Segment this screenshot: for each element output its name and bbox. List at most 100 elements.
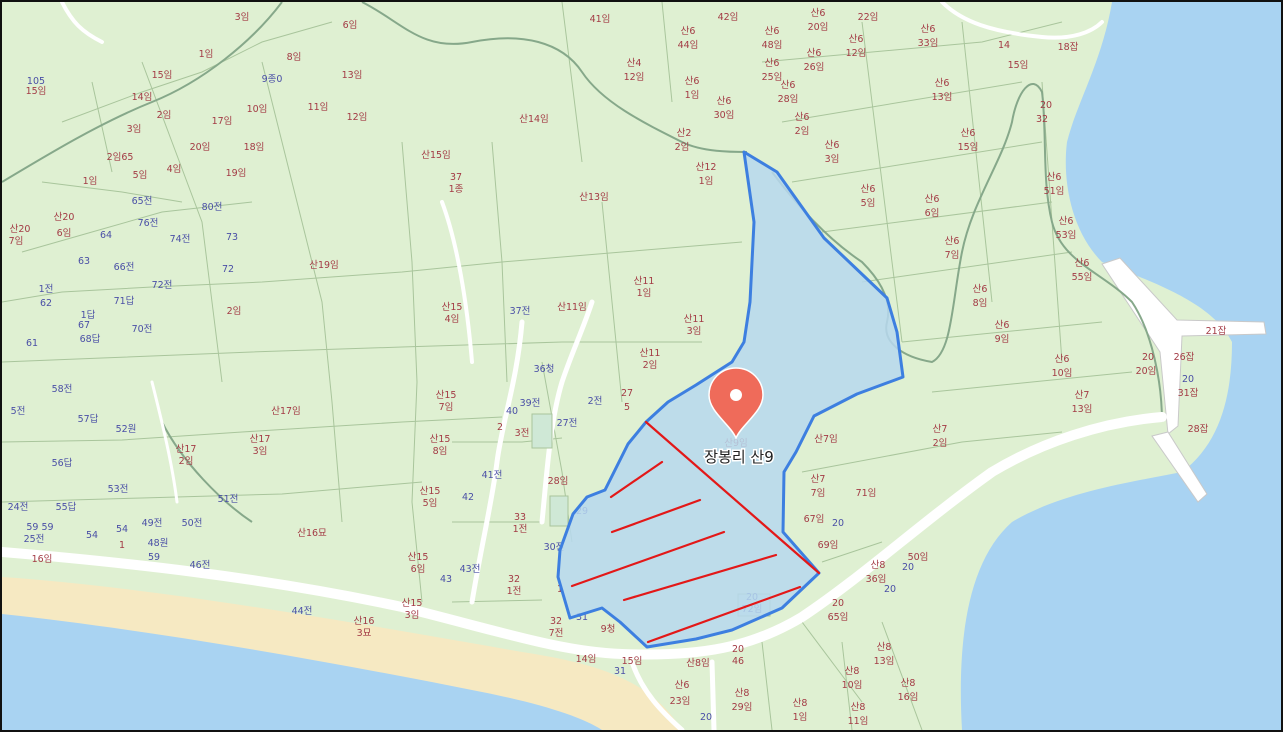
parcel-label: 8임: [287, 51, 302, 63]
parcel-label: 산6: [945, 236, 960, 247]
parcel-label: 20: [902, 562, 914, 573]
parcel-label: 1임: [699, 175, 714, 187]
parcel-label: 54: [86, 530, 98, 541]
parcel-label: 산7: [1075, 390, 1090, 401]
parcel-label: 16임: [32, 553, 53, 565]
parcel-label: 7임: [9, 235, 24, 247]
parcel-label: 39전: [520, 398, 541, 409]
parcel-label: 58전: [52, 384, 73, 395]
hatch-line: [646, 585, 802, 644]
parcel-label: 산6: [925, 194, 940, 205]
parcel-label: 12임: [624, 71, 645, 83]
parcel-label: 8임: [433, 445, 448, 457]
parcel-label: 49전: [142, 518, 163, 529]
parcel-label: 61: [26, 338, 38, 349]
parcel-label: 1임: [685, 89, 700, 101]
parcel-label: 67임: [804, 513, 825, 525]
parcel-label: 64: [100, 230, 112, 241]
parcel-label: 산11임: [557, 301, 587, 313]
parcel-label: 29임: [732, 701, 753, 713]
parcel-label: 71임: [856, 487, 877, 499]
parcel-label: 31: [614, 666, 626, 677]
parcel-label: 3전: [515, 428, 530, 439]
parcel-label: 50전: [182, 518, 203, 529]
parcel-label: 52원: [116, 424, 137, 435]
parcel-label: 53임: [1056, 229, 1077, 241]
sea-south: [2, 614, 602, 730]
hatch-marks: [570, 420, 821, 644]
parcel-label: 산2: [677, 128, 692, 139]
parcel-label: 산6: [811, 8, 826, 19]
parcel-label: 3임: [825, 153, 840, 165]
parcel-label: 산14임: [519, 113, 549, 125]
parcel-label: 16임: [898, 691, 919, 703]
parcel-label: 산6: [973, 284, 988, 295]
parcel-label: 32: [1036, 114, 1048, 125]
parcel-label: 1: [557, 584, 563, 595]
parcel-label: 1전: [507, 586, 522, 597]
parcel-label: 7임: [945, 249, 960, 261]
parcel-label: 산6: [795, 112, 810, 123]
parcel-label: 25임: [762, 71, 783, 83]
parcel-label: 41임: [590, 13, 611, 25]
parcel-label: 59 59: [26, 522, 53, 533]
parcel-label: 5임: [133, 169, 148, 181]
parcel-label: 43전: [460, 564, 481, 575]
parcel-label: 10임: [1052, 367, 1073, 379]
parcel-label: 산11: [634, 276, 655, 287]
parcel-label: 3임: [235, 11, 250, 23]
hatch-line: [610, 498, 702, 534]
field-patch: [531, 413, 553, 449]
hatch-line: [570, 530, 726, 588]
parcel-label: 산20: [10, 224, 31, 235]
parcel-label: 71답: [114, 295, 135, 307]
parcel-label: 20: [700, 712, 712, 723]
parcel-label: 37: [450, 172, 462, 183]
parcel-label: 51전: [218, 494, 239, 505]
parcel-label: 74전: [170, 234, 191, 245]
parcel-label: 산15: [430, 434, 451, 445]
parcel-label: 5: [624, 402, 630, 413]
parcel-label: 20임: [1136, 365, 1157, 377]
parcel-label: 2: [497, 422, 503, 433]
parcel-label: 18임: [244, 141, 265, 153]
parcel-label: 80전: [202, 202, 223, 213]
parcel-label: 65임: [828, 611, 849, 623]
parcel-label: 산8: [793, 698, 808, 709]
parcel-label: 산15: [402, 598, 423, 609]
parcel-label: 1: [119, 540, 125, 551]
parcel-label: 산7: [933, 424, 948, 435]
parcel-label: 63: [78, 256, 90, 267]
parcel-label: 2전: [588, 396, 603, 407]
parcel-label: 33: [514, 512, 526, 523]
parcel-label: 69임: [818, 539, 839, 551]
parcel-label: 15임: [958, 141, 979, 153]
parcel-label: 23임: [670, 695, 691, 707]
parcel-lines: [2, 2, 1133, 730]
location-pin-icon[interactable]: [708, 367, 764, 440]
parcel-label: 28잡: [1188, 423, 1209, 435]
sea-east: [960, 2, 1281, 730]
parcel-label: 3임: [687, 325, 702, 337]
parcel-label: 19임: [226, 167, 247, 179]
parcel-label: 15임: [152, 69, 173, 81]
parcel-label: 산15임: [421, 149, 451, 161]
breakwater-south: [1151, 431, 1208, 503]
parcel-label: 105: [27, 76, 45, 87]
parcel-label: 산11: [684, 314, 705, 325]
parcel-label: 산19임: [309, 259, 339, 271]
parcel-label: 산6: [1059, 216, 1074, 227]
parcel-label: 72전: [152, 280, 173, 291]
parcel-label: 산13임: [579, 191, 609, 203]
parcel-label: 20: [832, 518, 844, 529]
parcel-label: 7임: [811, 487, 826, 499]
parcel-label: 25전: [24, 534, 45, 545]
parcel-label: 32: [508, 574, 520, 585]
parcel-label: 산8: [735, 688, 750, 699]
parcel-label: 42임: [718, 11, 739, 23]
parcel-label: 72: [222, 264, 234, 275]
parcel-label: 1임: [83, 175, 98, 187]
parcel-label: 21잡: [1206, 325, 1227, 337]
